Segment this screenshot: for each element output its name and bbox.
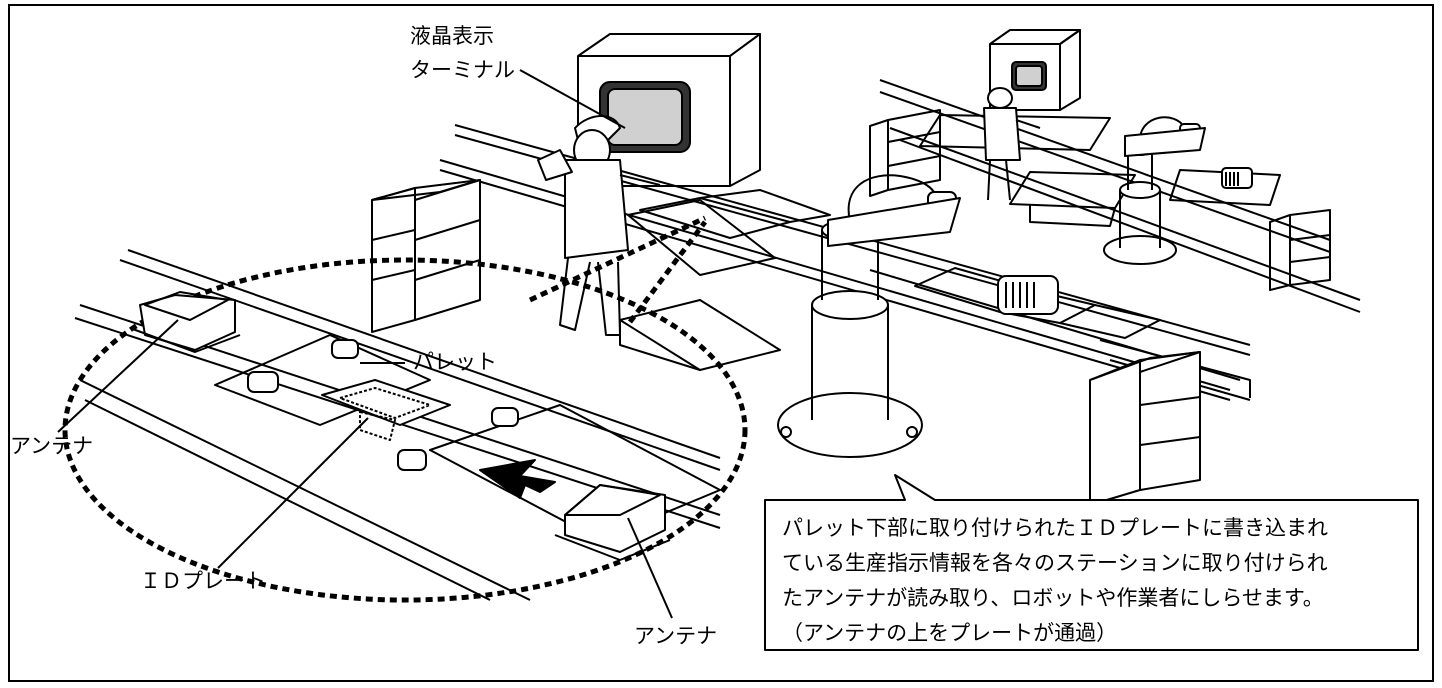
id-plate — [321, 379, 451, 441]
callout-line-4: （アンテナの上をプレートが通過） — [782, 621, 1118, 645]
far-robot — [1103, 116, 1206, 265]
pallet-label: パレット — [413, 350, 497, 374]
far-shelf-right — [1269, 209, 1331, 291]
lcd-terminal — [577, 33, 761, 187]
leader-id-plate — [217, 417, 369, 569]
shelf-unit-right — [1089, 351, 1201, 506]
id-plate-label: ＩＤプレート — [140, 569, 266, 593]
leader-antenna-left — [57, 319, 179, 433]
station-frame — [619, 199, 781, 371]
lcd-terminal-label-line1: 液晶表示 — [410, 24, 494, 48]
callout-line-1: パレット下部に取り付けられたＩＤプレートに書き込まれ — [782, 516, 1328, 540]
shelf-unit-left — [371, 179, 481, 333]
antenna-right — [554, 484, 671, 561]
far-worker — [983, 87, 1041, 201]
leader-lcd — [519, 69, 626, 129]
callout-text: パレット下部に取り付けられたＩＤプレートに書き込まれ ている生産指示情報を各々の… — [782, 511, 1402, 651]
far-workpiece — [1221, 167, 1253, 189]
robot-arm — [777, 174, 961, 458]
far-lcd-terminal — [989, 29, 1081, 111]
callout-box — [764, 474, 1419, 651]
far-shelf-left — [869, 109, 941, 197]
callout-line-2: ている生産指示情報を各々のステーションに取り付けられ — [782, 551, 1328, 575]
antenna-left — [129, 291, 241, 353]
diagram-frame — [8, 4, 1434, 682]
leader-antenna-bottom — [627, 517, 673, 619]
far-conveyor — [879, 79, 1361, 313]
lcd-terminal-label-line2: ターミナル — [410, 58, 515, 82]
pallet-pins — [247, 339, 519, 471]
worker — [537, 115, 661, 336]
zoom-inset — [62, 215, 748, 603]
antenna-label-bottom: アンテナ — [634, 624, 718, 648]
callout-line-3: たアンテナが読み取り、ロボットや作業者にしらせます。 — [782, 586, 1324, 610]
workpiece — [997, 275, 1059, 315]
antenna-label-left: アンテナ — [10, 434, 94, 458]
